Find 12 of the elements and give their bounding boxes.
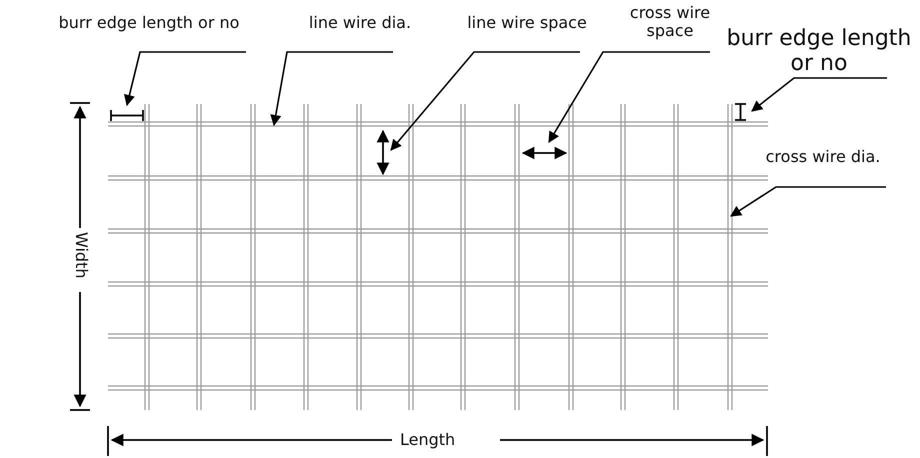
leader-line [548, 51, 710, 143]
dimension-label: Length [400, 430, 456, 449]
leader-line [751, 77, 887, 112]
leader-line [124, 51, 246, 106]
callout-label: line wire dia. [288, 14, 432, 32]
callout-label: burr edge length or no [30, 14, 268, 32]
dimension-label: Width [72, 232, 91, 278]
callout-label: cross wire dia. [748, 148, 898, 166]
leader-line [270, 51, 393, 126]
leader-line [390, 51, 580, 151]
leader-line [730, 186, 886, 217]
callout-label: line wire space [446, 14, 608, 32]
